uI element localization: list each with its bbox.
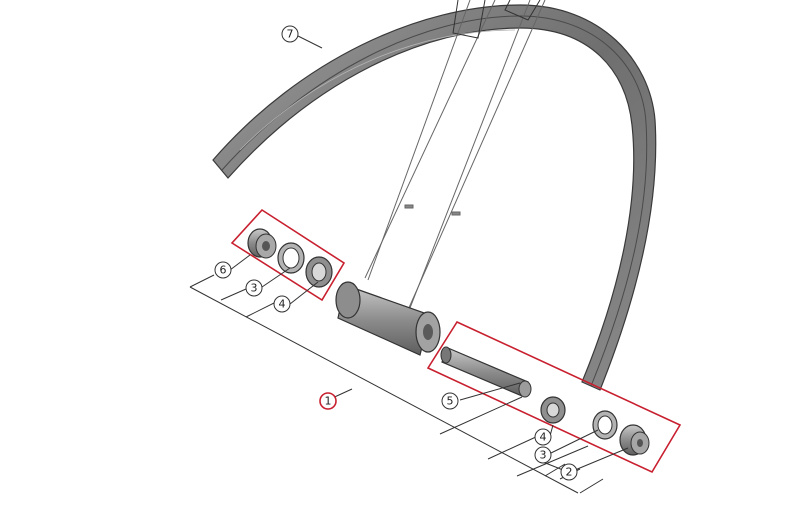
callout-2: 2 [560,463,578,481]
svg-text:7: 7 [287,28,294,41]
callout-6: 6 [214,261,232,279]
endcap-2 [619,424,650,456]
callouts: 7 6 3 4 1 5 4 3 [214,25,578,481]
callout-4-left: 4 [273,295,291,313]
leader-lines [189,35,629,494]
svg-text:3: 3 [540,449,547,462]
callout-4-right: 4 [534,428,552,446]
bearing-4-right [540,396,566,424]
callout-3-left: 3 [245,279,263,297]
callout-7: 7 [281,25,299,43]
spokes [364,0,546,311]
svg-text:1: 1 [325,395,332,408]
left-highlight-box [230,208,346,302]
svg-text:2: 2 [566,466,573,479]
svg-text:3: 3 [251,282,258,295]
highlight-boxes [230,208,682,474]
spoke-bracket [452,0,541,39]
rim [212,4,657,391]
svg-text:4: 4 [279,298,286,311]
hub-body [335,281,441,356]
left-parts [247,228,333,288]
svg-text:4: 4 [540,431,547,444]
axle-5 [440,346,532,398]
washer-3-right [592,410,618,440]
callout-3-right: 3 [534,446,552,464]
svg-text:6: 6 [220,264,227,277]
locknut-6 [247,228,277,259]
callout-1: 1 [319,392,337,410]
callout-5: 5 [441,392,459,410]
bearing-4-left [305,256,333,288]
right-highlight-box [426,320,682,474]
washer-3-left [277,242,305,274]
svg-text:5: 5 [447,395,454,408]
right-parts [440,346,650,456]
